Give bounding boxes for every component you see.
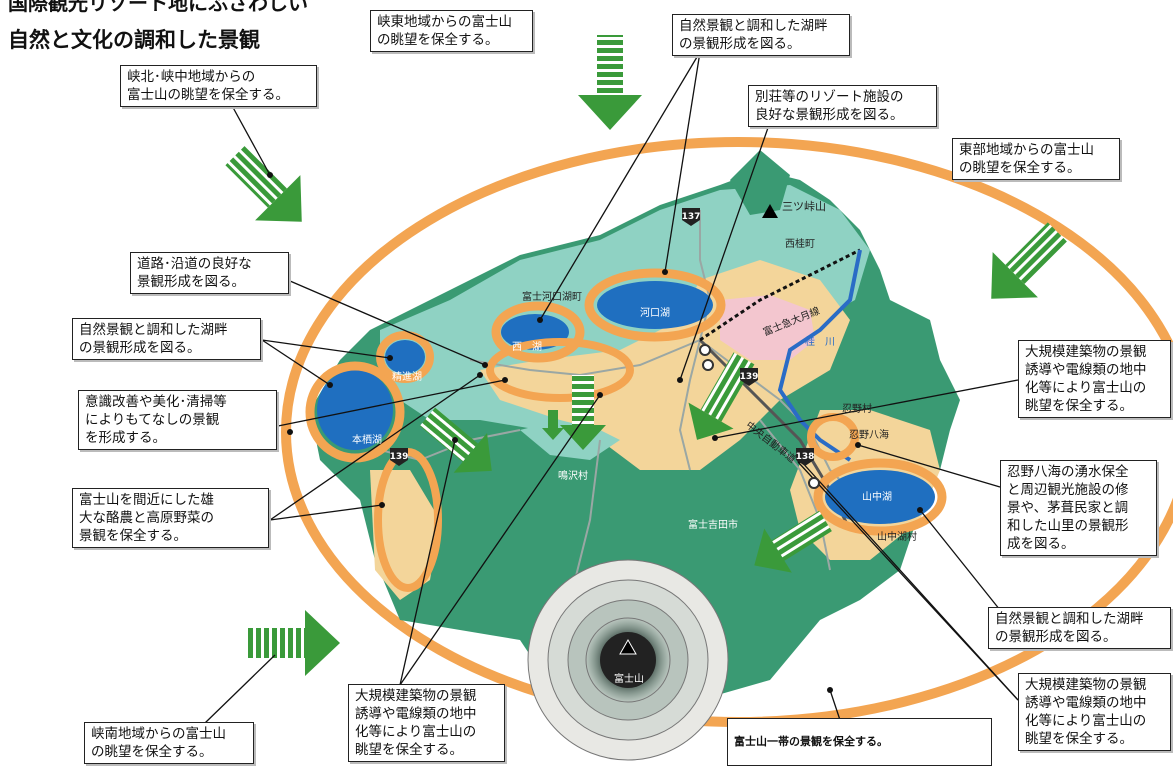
label-katsura-river: 桂 川 [805, 335, 835, 348]
arrow-right-down-icon [991, 222, 1068, 299]
callout-kyonan-view: 峡南地域からの富士山 の眺望を保全する。 [84, 722, 254, 764]
callout-lakeside-left: 自然景観と調和した湖畔 の景観形成を図る。 [72, 318, 261, 360]
headline-partial: 国際観光リゾート地にふさわしい [8, 0, 308, 15]
callout-dairy: 富士山を間近にした雄 大な酪農と高原野菜の 景観を保全する。 [72, 488, 269, 548]
arrow-inner-small-icon [542, 410, 564, 440]
callout-kyoto-view: 峡東地域からの富士山 の眺望を保全する。 [370, 10, 533, 52]
arrow-top-down-icon [578, 35, 642, 130]
callout-large-building-bottom: 大規模建築物の景観 誘導や電線類の地中 化等により富士山の 眺望を保全する。 [348, 684, 505, 762]
route-markers: 137 139 139 138 [390, 208, 815, 466]
callout-lakeside-right: 自然景観と調和した湖畔 の景観形成を図る。 [988, 607, 1171, 649]
callout-hospitality: 意識改善や美化･清掃等 によりもてなしの景観 を形成する。 [78, 390, 277, 450]
label-kawaguchiko: 河口湖 [640, 307, 670, 319]
arrow-left-right-icon [245, 610, 340, 676]
arrow-topleft-icon [225, 145, 302, 222]
svg-text:139: 139 [390, 452, 409, 462]
label-saiko: 西 湖 [512, 341, 542, 353]
label-motosuko: 本栖湖 [352, 433, 382, 446]
label-nishikatsura: 西桂町 [785, 237, 815, 250]
interchanges [699, 344, 820, 489]
callout-fuji-area: 富士山一帯の景観を保全する。 [727, 718, 992, 766]
mt-fuji-summit-icon [619, 638, 637, 655]
arrow-inner-4-icon [754, 510, 832, 573]
callout-oshino: 忍野八海の湧水保全 と周辺観光施設の修 景や、茅葺民家と調 和した山里の景観形 … [1000, 460, 1157, 556]
arrow-inner-1-icon [419, 407, 492, 473]
callout-lakeside-top: 自然景観と調和した湖畔 の景観形成を図る。 [672, 14, 850, 56]
callout-large-building-bottom-right: 大規模建築物の景観 誘導や電線類の地中 化等により富士山の 眺望を保全する。 [1018, 673, 1171, 751]
katsura-river [777, 249, 862, 462]
route-137-icon: 137 [682, 208, 701, 226]
callout-resort: 別荘等のリゾート施設の 良好な景観形成を図る。 [748, 85, 937, 127]
callout-road: 道路･沿道の良好な 景観形成を図る。 [130, 252, 289, 294]
route-138-a-icon: 138 [796, 448, 815, 466]
label-shojiko: 精進湖 [392, 370, 422, 383]
label-oshino-village: 忍野村 [842, 402, 872, 415]
route-139-a-icon: 139 [740, 368, 759, 386]
label-mitsutoge: 三ツ峠山 [782, 199, 826, 213]
callout-kyohoku-view: 峡北･峡中地域からの 富士山の眺望を保全する。 [120, 65, 317, 107]
callout-large-building-right: 大規模建築物の景観 誘導や電線類の地中 化等により富士山の 眺望を保全する。 [1018, 340, 1171, 418]
label-fujiyoshida: 富士吉田市 [688, 518, 738, 531]
label-fujisan: 富士山 [614, 672, 644, 685]
label-narusawa: 鳴沢村 [558, 469, 588, 482]
label-yamanakako: 山中湖 [862, 490, 892, 503]
mitsutoge-summit-icon [762, 204, 778, 218]
fujikyu-line [699, 248, 861, 342]
leader-dots [267, 172, 923, 693]
place-labels: 三ツ峠山 西桂町 富士河口湖町 河口湖 西 湖 精進湖 本栖湖 鳴沢村 富士吉田… [352, 199, 917, 685]
label-oshino-hakkai: 忍野八海 [849, 428, 889, 441]
page-subtitle: 自然と文化の調和した景観 [8, 28, 260, 52]
mt-fuji-rings [527, 559, 729, 761]
label-fujikawaguchiko: 富士河口湖町 [522, 290, 582, 303]
svg-text:139: 139 [740, 372, 759, 382]
svg-text:138: 138 [796, 452, 815, 462]
route-139-b-icon: 139 [390, 448, 409, 466]
callout-tobu-view: 東部地域からの富士山 の眺望を保全する。 [952, 138, 1120, 180]
leader-lines [204, 51, 1019, 724]
label-yamanakako-village: 山中湖村 [877, 530, 917, 543]
svg-text:137: 137 [682, 212, 701, 222]
